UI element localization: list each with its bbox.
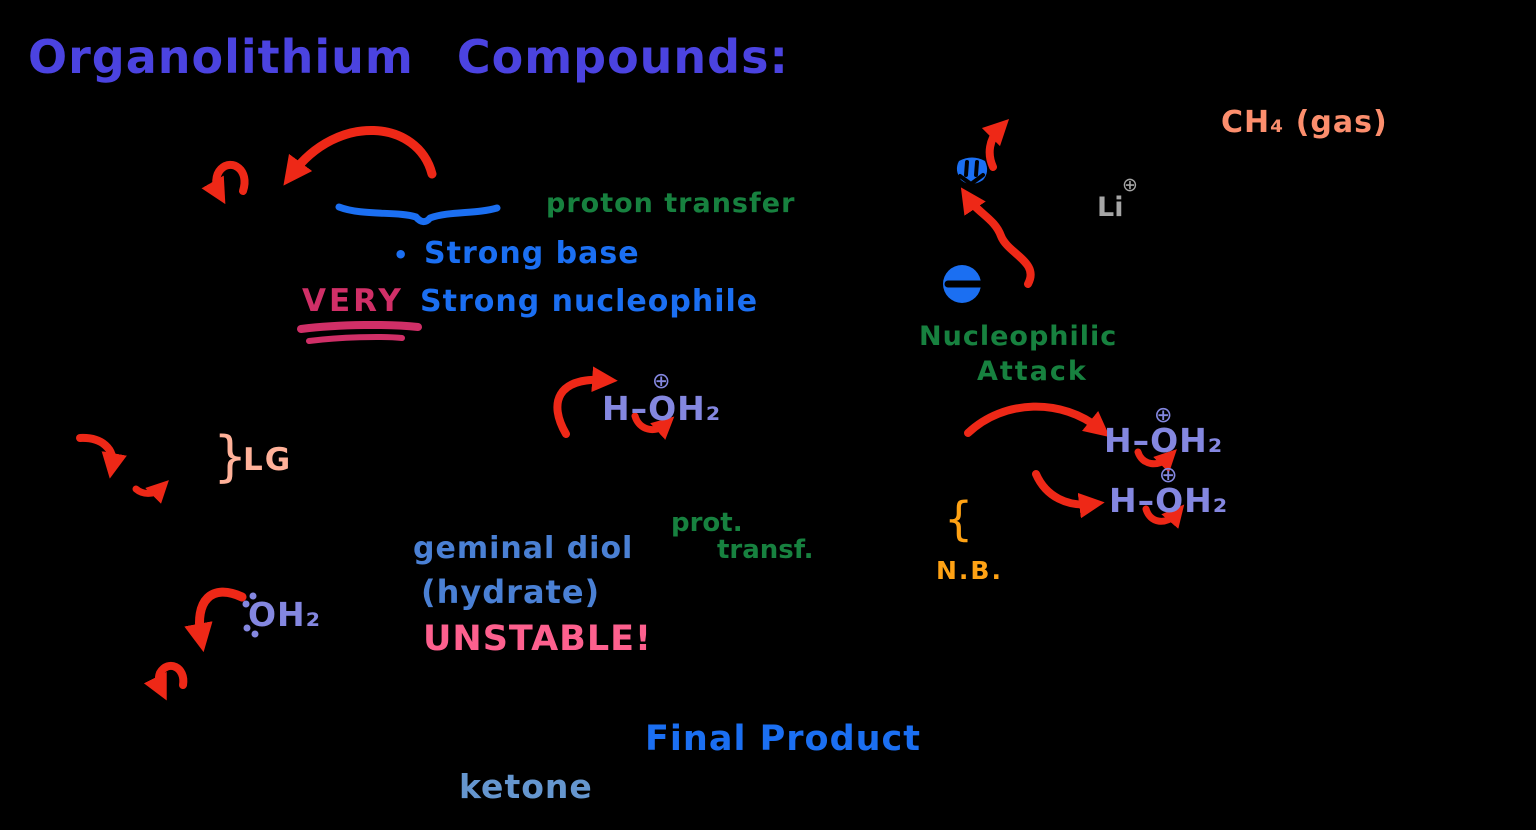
water-formula: H–OH₂: [602, 389, 722, 428]
curved-arrow-nucleophile-squiggle: [960, 187, 1035, 288]
nota-bene-label: N.B.: [936, 556, 1003, 585]
protonated-water-center: H–OH₂ ⊕: [602, 371, 722, 428]
leaving-group-label: LG: [243, 442, 293, 478]
plus-charge-icon: ⊕: [652, 369, 671, 394]
methane-gas-label: CH₄ (gas): [1221, 105, 1388, 140]
curved-arrow-top-left-large: [283, 125, 437, 186]
water-formula: OH₂: [248, 595, 322, 634]
curved-arrow-top-left-curl: [201, 160, 249, 205]
curved-arrow-center-bond-shift: [631, 412, 675, 440]
hydrate-label: (hydrate): [421, 573, 601, 611]
curved-arrow-nucleophilic-attack: [964, 402, 1110, 438]
curved-arrow-left-small: [132, 480, 169, 504]
curved-arrow-center-to-water: [553, 366, 618, 438]
very-underline-1: [297, 320, 422, 333]
very-underline-2: [306, 334, 405, 344]
very-emphasis-label: VERY: [302, 283, 404, 319]
curved-arrow-top-right-up: [981, 118, 1010, 171]
ketone-label: ketone: [459, 767, 593, 806]
proton-transfer-abbrev-line2: transf.: [717, 535, 814, 565]
water-formula: H–OH₂: [1109, 481, 1229, 520]
lithium-cation-label: Li: [1097, 192, 1124, 223]
protonated-water-right-2: H–OH₂ ⊕: [1109, 465, 1229, 520]
proton-transfer-label: proton transfer: [546, 188, 796, 219]
curved-arrow-right-to-water2: [1032, 470, 1105, 519]
leaving-group-brace: }: [213, 425, 248, 488]
lithium-plus-charge-icon: ⊕: [1122, 174, 1138, 196]
proton-transfer-abbrev-line1: prot.: [671, 508, 743, 538]
methyl-group-glyph: [956, 157, 988, 186]
strong-nucleophile-label: Strong nucleophile: [420, 284, 759, 319]
plus-charge-icon: ⊕: [1159, 463, 1178, 488]
circled-minus-icon: [943, 265, 990, 303]
bullet-point: •: [393, 241, 409, 269]
geminal-diol-label: geminal diol: [413, 531, 634, 566]
nota-bene-brace: {: [944, 492, 974, 546]
final-product-label: Final Product: [645, 719, 922, 759]
lone-pair-dots: [242, 592, 259, 638]
blue-underbrace: [335, 203, 501, 226]
strong-base-label: Strong base: [424, 236, 640, 271]
curved-arrow-right-water1-shift: [1134, 448, 1177, 473]
curved-arrow-right-water2-shift: [1142, 504, 1185, 529]
page-title: Organolithium Compounds:: [28, 30, 789, 84]
plus-charge-icon: ⊕: [1154, 403, 1173, 428]
nucleophilic-label: Nucleophilic: [919, 321, 1118, 352]
attack-label: Attack: [977, 356, 1088, 387]
protonated-water-right-1: H–OH₂ ⊕: [1104, 405, 1224, 460]
curved-arrow-bottom-left-hook: [143, 661, 188, 701]
curved-arrow-left-down: [76, 433, 127, 479]
water-bottom-left: OH₂: [248, 598, 321, 631]
curved-arrow-bottom-left-down: [184, 587, 247, 653]
water-formula: H–OH₂: [1104, 421, 1224, 460]
unstable-label: UNSTABLE!: [423, 619, 653, 659]
